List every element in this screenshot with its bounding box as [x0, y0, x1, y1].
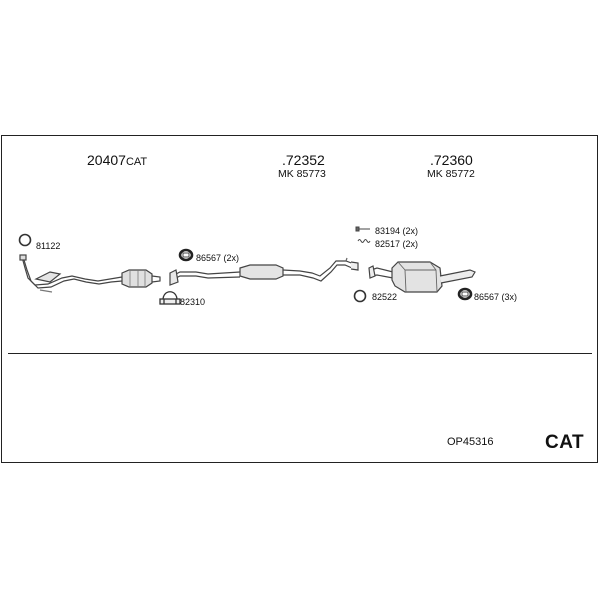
spring-rear-label: 82517 (2x) [375, 239, 419, 249]
footer-divider [8, 353, 592, 354]
gasket-rear-label: 82522 [372, 292, 398, 302]
middle-pipe-drawing [169, 257, 359, 286]
spring-rear-icon [357, 239, 371, 243]
mount-rear-icon [457, 287, 473, 301]
front-pipe-label: 20407CAT [87, 153, 147, 168]
diagram-frame [1, 135, 598, 463]
front-pipe-cat-drawing [19, 254, 161, 293]
mount-middle-icon [178, 248, 194, 262]
mount-rear-label: 86567 (3x) [474, 292, 518, 302]
gasket-front-label: 81122 [36, 241, 61, 251]
rear-muffler-mk: MK 85772 [427, 168, 475, 180]
middle-pipe-mk: MK 85773 [278, 168, 326, 180]
front-pipe-number: 20407 [87, 152, 126, 168]
gasket-rear-icon [353, 289, 367, 303]
cat-label: CAT [545, 432, 585, 453]
bolt-rear-icon [355, 226, 370, 232]
front-pipe-suffix: CAT [125, 156, 148, 168]
mount-middle-label: 86567 (2x) [196, 253, 240, 263]
diagram-code: OP45316 [447, 436, 494, 448]
rear-muffler-drawing [368, 261, 476, 293]
bolt-rear-label: 83194 (2x) [375, 226, 419, 236]
gasket-front-icon [18, 233, 32, 247]
clamp-icon [159, 291, 181, 305]
clamp-label: 82310 [180, 297, 206, 307]
rear-muffler-number: .72360 [430, 152, 473, 168]
middle-pipe-number: .72352 [282, 152, 325, 168]
